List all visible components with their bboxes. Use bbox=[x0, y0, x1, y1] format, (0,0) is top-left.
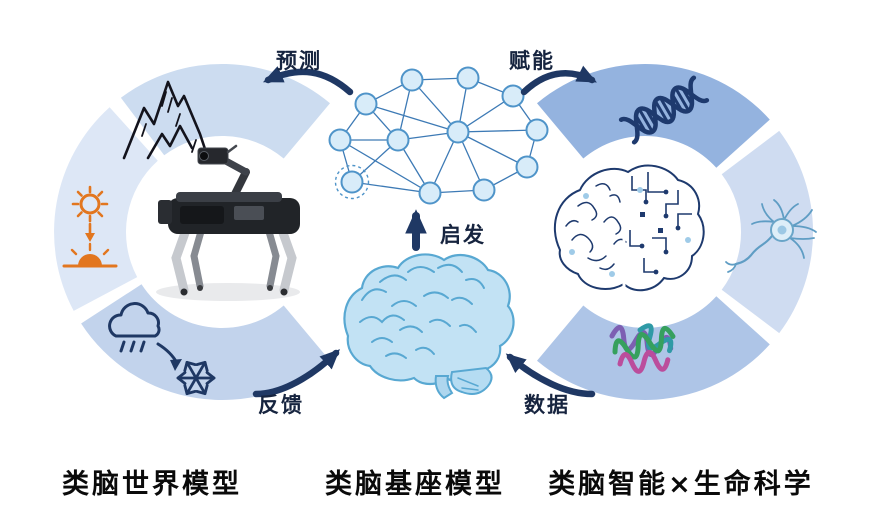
empower-arrow bbox=[520, 65, 597, 96]
left-ring bbox=[54, 63, 331, 401]
caption-world-model: 类脑世界模型 bbox=[62, 469, 242, 500]
left-ring-segment-rain bbox=[81, 284, 330, 401]
predict-label: 预测 bbox=[276, 49, 322, 73]
neural-network-icon bbox=[328, 66, 549, 205]
empower-label: 赋能 bbox=[509, 49, 555, 73]
right-ring-segment-neuron bbox=[721, 130, 814, 334]
sunrise-icon bbox=[62, 185, 118, 268]
brain-circuit-icon bbox=[553, 164, 705, 292]
mountain-icon bbox=[122, 80, 210, 160]
highlighted-node-ring bbox=[334, 164, 370, 200]
inspire-label: 启发 bbox=[440, 223, 486, 247]
rain-to-snow-icon bbox=[108, 302, 216, 395]
robot-dog-image bbox=[156, 144, 300, 301]
caption-base-model: 类脑基座模型 bbox=[325, 469, 505, 500]
right-ring bbox=[537, 64, 817, 400]
feedback-arrow bbox=[252, 349, 340, 398]
data-label: 数据 bbox=[524, 393, 570, 417]
brain-icon bbox=[343, 253, 515, 400]
left-ring-segment-mountains bbox=[120, 63, 331, 159]
caption-life-science: 类脑智能×生命科学 bbox=[548, 469, 814, 500]
protein-icon bbox=[609, 323, 676, 374]
left-ring-segment-sun bbox=[54, 107, 158, 311]
data-arrow bbox=[505, 353, 596, 398]
feedback-label: 反馈 bbox=[258, 393, 304, 417]
predict-arrow bbox=[262, 66, 354, 96]
neuron-icon bbox=[725, 199, 817, 273]
dna-icon bbox=[618, 75, 710, 145]
